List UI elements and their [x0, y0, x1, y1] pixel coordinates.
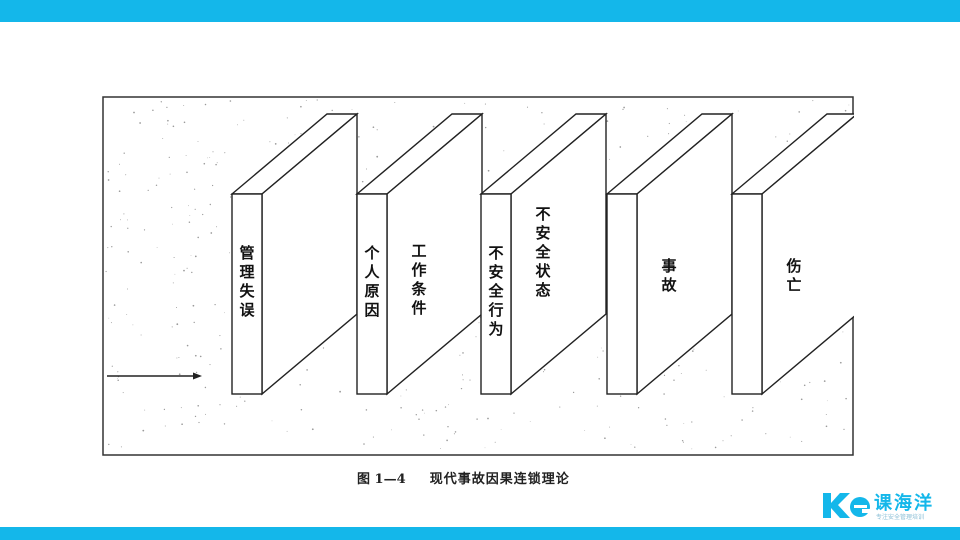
caption-title: 现代事故因果连锁理论	[429, 472, 570, 487]
bottom-accent-bar	[0, 527, 960, 540]
domino-front-label: 管理失误	[239, 244, 255, 319]
domino-front-label: 不安全行为	[487, 244, 504, 338]
figure-caption: 图 1—4 现代事故因果连锁理论	[357, 470, 570, 490]
ke-logo-icon	[823, 493, 870, 518]
top-accent-bar	[0, 0, 960, 22]
domino-2: 个人原因 工作条件	[355, 112, 484, 396]
domino-side-label: 工作条件	[410, 242, 427, 317]
domino-1: 管理失误	[230, 112, 359, 396]
domino-side-label: 不安全状态	[534, 205, 551, 299]
domino-figure: 管理失误 个人原因 工作条件 不安全行为 不安全状态事故 伤亡	[102, 96, 854, 456]
domino-5: 伤亡	[730, 113, 854, 396]
domino-front-label: 个人原因	[363, 244, 380, 319]
domino-side-label: 伤亡	[785, 257, 801, 294]
force-direction-arrow	[107, 372, 202, 380]
brand-logo: 课海洋 专注安全管理培训	[820, 488, 955, 524]
logo-tagline: 专注安全管理培训	[876, 514, 925, 521]
domino-side-label: 事故	[661, 257, 677, 294]
logo-name: 课海洋	[874, 493, 934, 514]
domino-3: 不安全行为 不安全状态	[479, 112, 608, 396]
domino-4: 事故	[605, 112, 734, 396]
caption-number: 图 1—4	[357, 472, 406, 487]
